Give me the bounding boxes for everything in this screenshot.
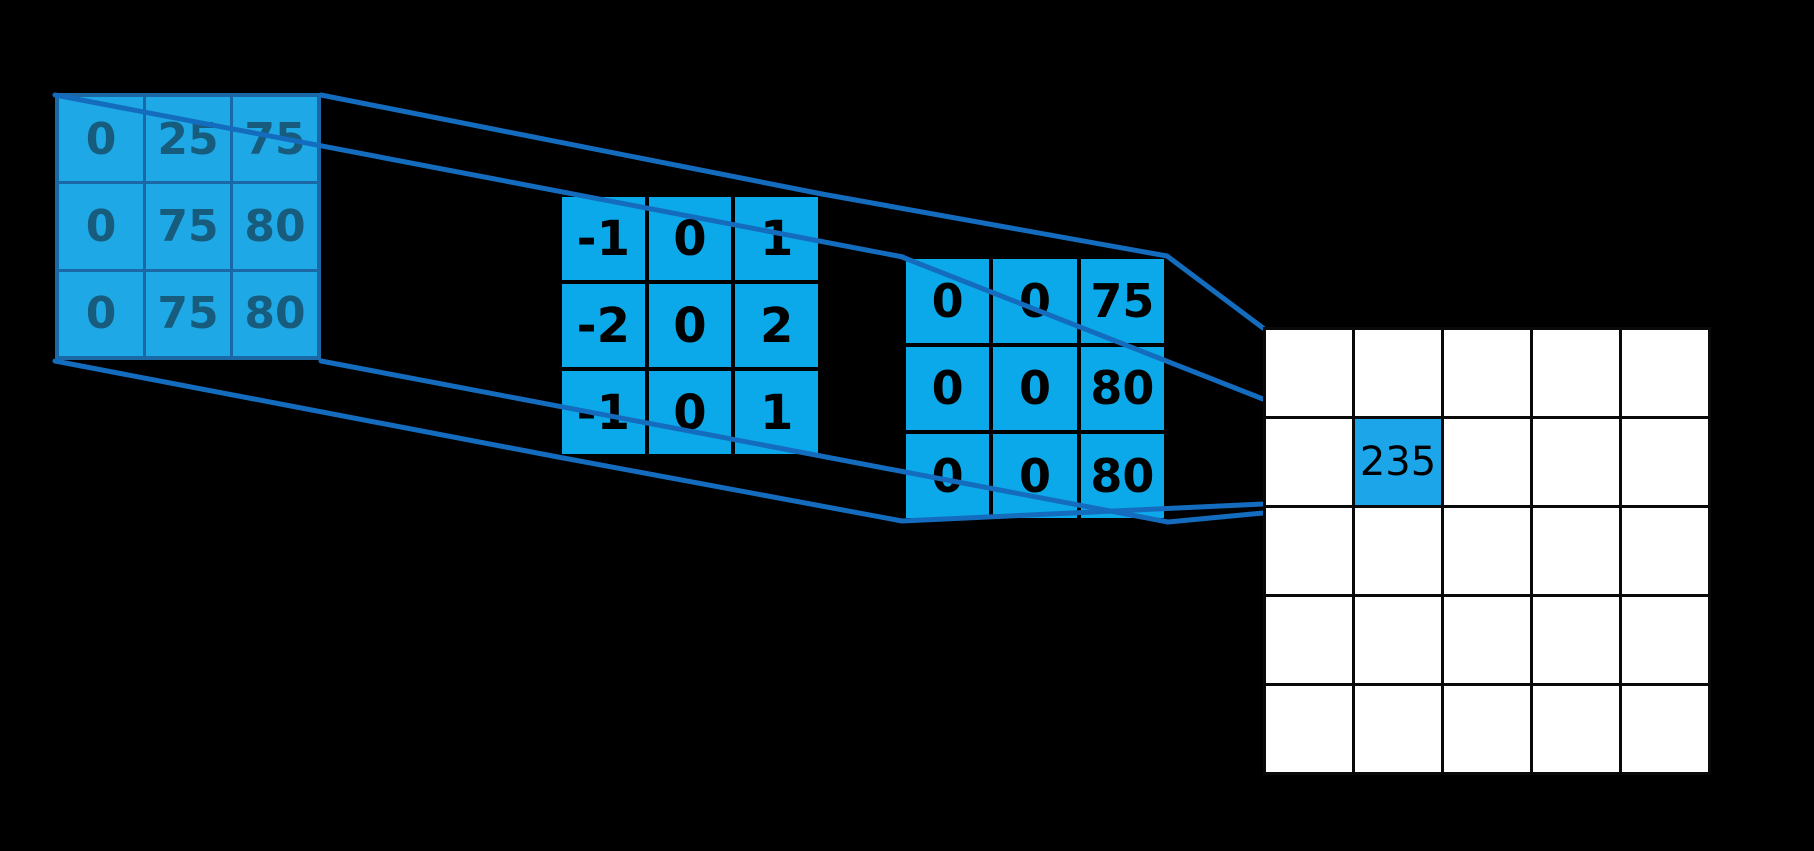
output-cell bbox=[1266, 330, 1352, 416]
matrix-cell: 75 bbox=[1080, 259, 1164, 343]
matrix-cell: 0 bbox=[59, 271, 143, 356]
matrix-cell: 0 bbox=[993, 259, 1077, 343]
matrix-cell: 0 bbox=[906, 259, 990, 343]
matrix-cell: 80 bbox=[1080, 346, 1164, 431]
connector-line bbox=[318, 92, 825, 197]
matrix-cell: 75 bbox=[146, 184, 230, 269]
connector-line bbox=[555, 454, 905, 524]
output-cell bbox=[1444, 330, 1530, 416]
connector-line bbox=[1164, 253, 1266, 331]
output-cell bbox=[1355, 686, 1441, 772]
matrix-cell: -1 bbox=[562, 197, 645, 280]
output-grid: 235 bbox=[1263, 327, 1711, 775]
matrix-cell: 0 bbox=[993, 346, 1077, 431]
matrix-cell: 0 bbox=[906, 346, 990, 431]
matrix-cell: 2 bbox=[735, 284, 818, 367]
output-cell bbox=[1355, 330, 1441, 416]
output-cell bbox=[1355, 597, 1441, 683]
output-cell bbox=[1622, 419, 1708, 505]
matrix-cell: 80 bbox=[233, 271, 317, 356]
output-cell bbox=[1266, 419, 1352, 505]
matrix-cell: 0 bbox=[59, 184, 143, 269]
output-cell bbox=[1266, 508, 1352, 594]
product-matrix: 0 0 75 0 0 80 0 0 80 bbox=[902, 255, 1168, 522]
matrix-cell: 80 bbox=[1080, 434, 1164, 518]
output-cell bbox=[1533, 419, 1619, 505]
output-cell bbox=[1444, 686, 1530, 772]
output-cell bbox=[1622, 508, 1708, 594]
output-cell bbox=[1622, 330, 1708, 416]
output-cell bbox=[1444, 419, 1530, 505]
output-cell bbox=[1533, 686, 1619, 772]
matrix-cell: 0 bbox=[648, 371, 732, 454]
kernel-matrix: -1 0 1 -2 0 2 -1 0 1 bbox=[558, 193, 822, 458]
output-cell bbox=[1266, 686, 1352, 772]
matrix-cell: -1 bbox=[562, 371, 645, 454]
output-cell bbox=[1533, 330, 1619, 416]
matrix-cell: -2 bbox=[562, 284, 645, 367]
output-cell bbox=[1622, 686, 1708, 772]
connector-line bbox=[819, 191, 1170, 259]
output-cell bbox=[1533, 597, 1619, 683]
matrix-cell: 1 bbox=[735, 197, 818, 280]
input-region-matrix: 0 25 75 0 75 80 0 75 80 bbox=[55, 93, 321, 360]
output-cell bbox=[1444, 597, 1530, 683]
connector-line bbox=[1165, 510, 1266, 525]
output-cell bbox=[1355, 508, 1441, 594]
matrix-cell: 0 bbox=[648, 284, 732, 367]
matrix-cell: 75 bbox=[146, 271, 230, 356]
output-cell bbox=[1533, 508, 1619, 594]
matrix-cell: 0 bbox=[59, 97, 143, 182]
matrix-cell: 75 bbox=[233, 97, 317, 182]
output-cell bbox=[1622, 597, 1708, 683]
matrix-cell: 1 bbox=[735, 371, 818, 454]
output-cell bbox=[1444, 508, 1530, 594]
matrix-cell: 0 bbox=[906, 434, 990, 518]
output-cell-highlighted: 235 bbox=[1355, 419, 1441, 505]
matrix-cell: 80 bbox=[233, 184, 317, 269]
matrix-cell: 0 bbox=[648, 197, 732, 280]
output-cell bbox=[1266, 597, 1352, 683]
matrix-cell: 25 bbox=[146, 97, 230, 182]
matrix-cell: 0 bbox=[993, 434, 1077, 518]
connector-line bbox=[52, 358, 561, 460]
